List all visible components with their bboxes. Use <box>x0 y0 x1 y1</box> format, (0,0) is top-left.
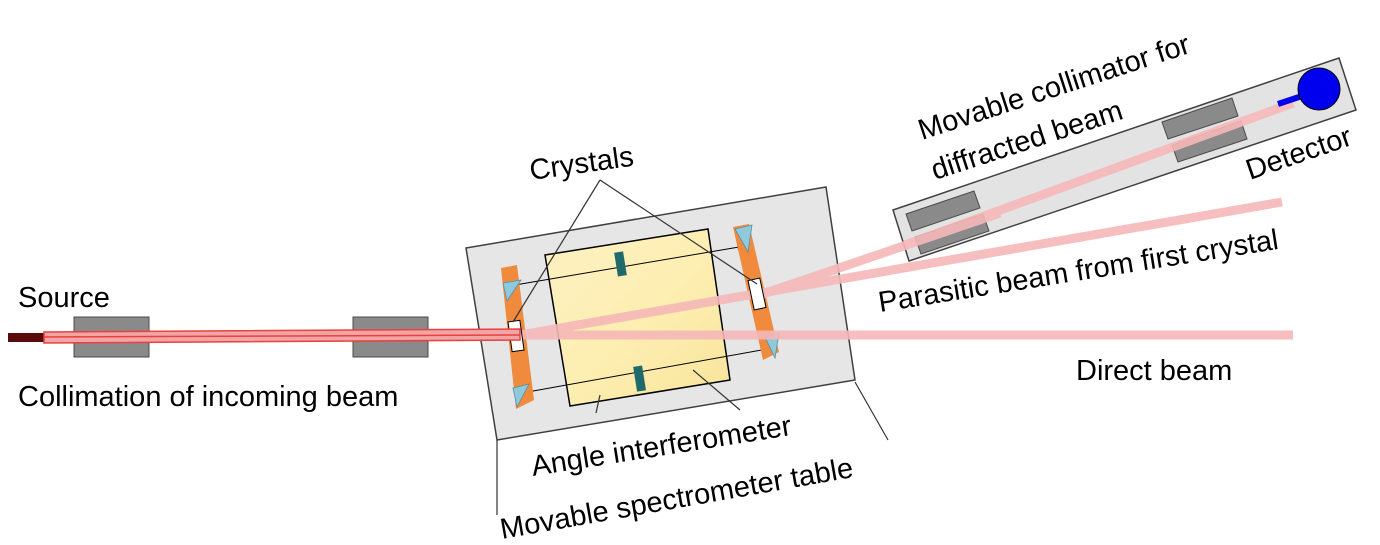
beams-pink <box>519 98 1295 340</box>
crystal-second <box>747 277 767 311</box>
interferometer-arms <box>514 245 768 394</box>
collimation-label: Collimation of incoming beam <box>18 381 398 413</box>
prism-right-top <box>734 224 753 254</box>
prism-left-bottom <box>512 383 530 409</box>
mirror-lower <box>633 365 646 392</box>
crystals-label: Crystals <box>528 141 636 187</box>
incoming-beam-core <box>43 334 521 338</box>
detector-icon <box>1297 67 1341 111</box>
direct-beam-label: Direct beam <box>1076 355 1232 387</box>
mirror-upper <box>614 251 627 277</box>
incoming-collimator-2b <box>352 339 429 358</box>
pointer-lines <box>496 179 889 515</box>
source-label: Source <box>18 282 110 314</box>
parasitic-beam-line <box>519 197 1283 340</box>
diffracted-beam-in-tube <box>903 98 1295 250</box>
detector-stem <box>1277 93 1303 107</box>
collimator-block-2a <box>1161 97 1239 140</box>
collimator-block-1a <box>905 190 981 232</box>
prism-left-top <box>502 279 522 303</box>
source-block <box>8 333 44 342</box>
